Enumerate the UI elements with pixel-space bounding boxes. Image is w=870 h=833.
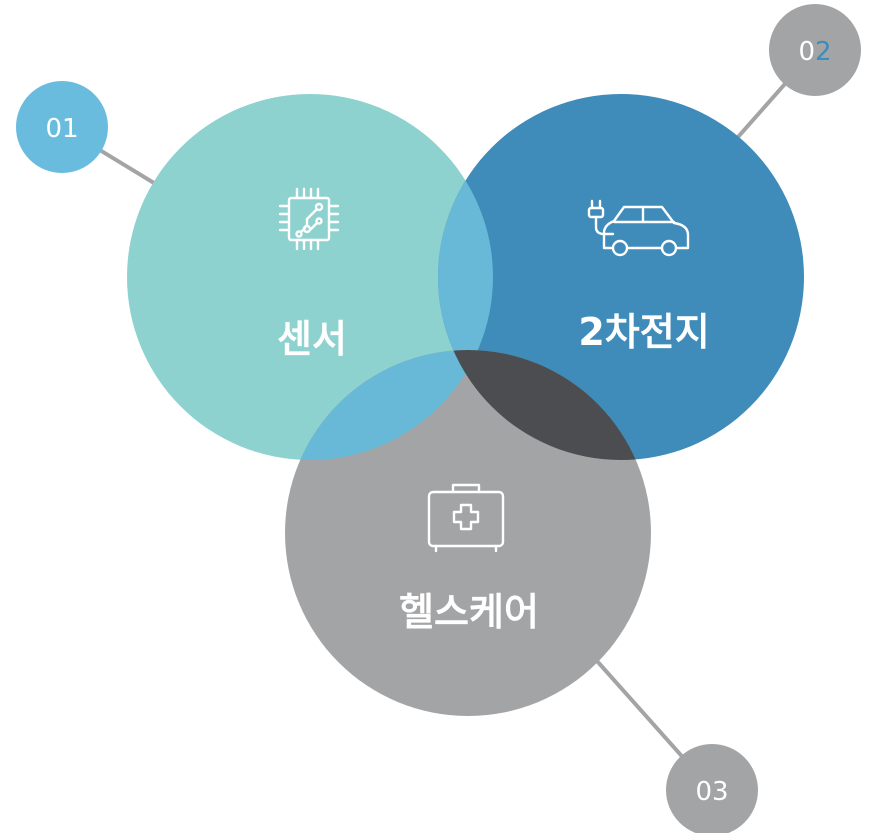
badge-01-number: 01	[45, 114, 78, 144]
sensor-label: 센서	[277, 317, 347, 361]
badge-02: 02	[769, 4, 861, 96]
badge-01: 01	[16, 81, 108, 173]
badge-02-number-suffix: 2	[815, 37, 832, 67]
badge-02-number-prefix: 0	[798, 37, 815, 67]
overlap-sensor-healthcare	[285, 350, 493, 460]
badge-03-number: 03	[695, 777, 728, 807]
badge-01-circle	[16, 81, 108, 173]
overlap-battery-healthcare	[438, 350, 651, 460]
microchip-icon	[278, 187, 340, 251]
battery-label: 2차전지	[578, 310, 709, 354]
badge-02-number: 02	[798, 37, 831, 67]
badge-03-circle	[666, 744, 758, 833]
medical-kit-icon	[427, 483, 505, 553]
badge-02-circle	[769, 4, 861, 96]
healthcare-label: 헬스케어	[399, 590, 539, 634]
badge-03: 03	[666, 744, 758, 833]
electric-car-icon	[587, 199, 690, 257]
